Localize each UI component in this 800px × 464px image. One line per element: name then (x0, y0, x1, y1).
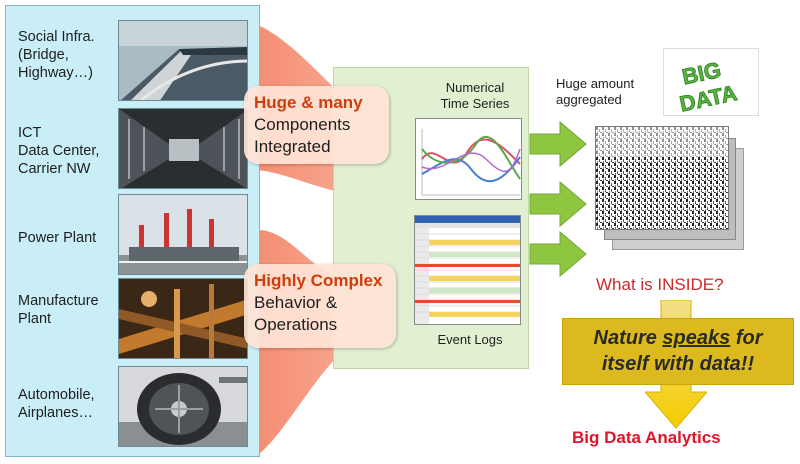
data-sheet-front (595, 126, 729, 230)
jet-engine-photo (118, 366, 248, 447)
source-label-social-infra: Social Infra. (Bridge, Highway…) (18, 29, 95, 81)
nature-line-2: itself with data!! (601, 353, 755, 375)
arrow-right-icon (529, 120, 587, 168)
source-label-power-plant: Power Plant (18, 230, 97, 246)
event-logs-label: Event Logs (437, 332, 503, 347)
green-arrows (529, 120, 587, 278)
complex-line-1: Behavior & (254, 293, 338, 312)
nature-speaks-callout: Nature speaks for itself with data!! (562, 318, 794, 385)
data-center-photo (118, 108, 248, 189)
complex-behavior-box: Highly Complex Behavior & Operations (244, 264, 396, 348)
complex-heading: Highly Complex (254, 271, 383, 290)
source-label-manufacture: Manufacture Plant (18, 293, 99, 327)
source-label-ict: ICT Data Center, Carrier NW (18, 125, 100, 177)
complex-line-2: Operations (254, 315, 338, 334)
components-heading: Huge & many (254, 93, 363, 112)
arrow-right-icon (529, 180, 587, 228)
factory-photo (118, 278, 248, 359)
components-line-1: Components (254, 115, 351, 134)
what-is-inside-question: What is INSIDE? (596, 275, 724, 294)
bridge-highway-photo (118, 20, 248, 101)
arrow-right-icon (529, 230, 587, 278)
source-systems-panel: Social Infra. (Bridge, Highway…) ICT Dat… (5, 5, 260, 457)
nature-line-1: Nature speaks for (593, 327, 763, 349)
event-log-table-thumbnail (414, 215, 521, 325)
aggregated-label: Huge amount aggregated (556, 76, 635, 107)
power-plant-photo (118, 194, 248, 275)
components-integrated-box: Huge & many Components Integrated (244, 86, 389, 164)
big-data-logo: BIG DATA (663, 48, 759, 117)
big-data-analytics-label: Big Data Analytics (572, 428, 721, 447)
time-series-chart-thumbnail (415, 118, 522, 200)
time-series-label: Numerical Time Series (440, 80, 510, 111)
components-line-2: Integrated (254, 137, 331, 156)
source-label-automobile: Automobile, Airplanes… (18, 387, 95, 421)
